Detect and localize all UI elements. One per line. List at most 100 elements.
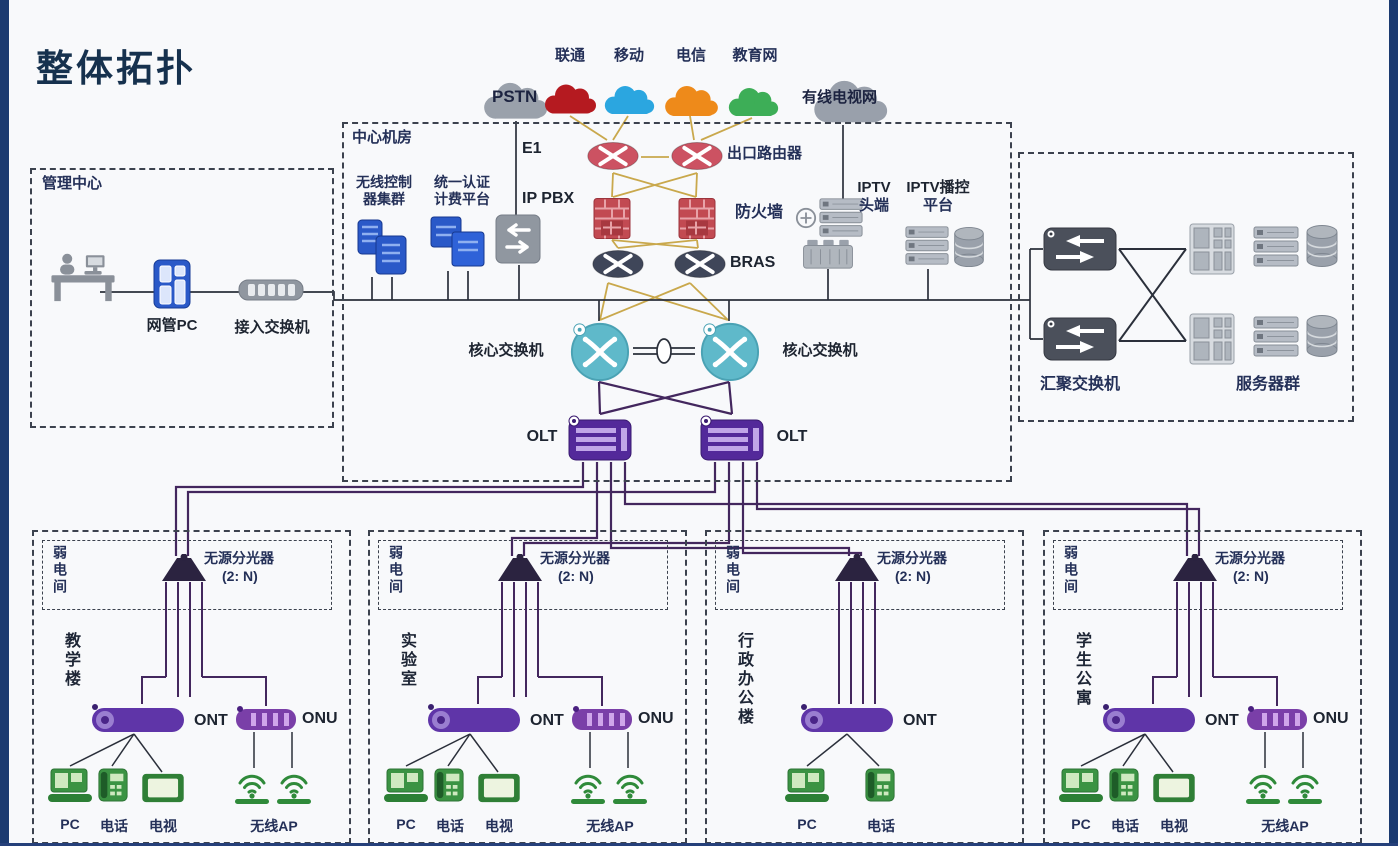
iptv-control-label-line2: 平台 xyxy=(922,197,954,214)
ont-label: ONT xyxy=(903,712,937,729)
pc-label: PC xyxy=(60,816,80,832)
auth-platform-icon xyxy=(430,216,486,268)
weak-room-label: 弱电间 xyxy=(1063,545,1079,596)
ont-label: ONT xyxy=(1205,712,1239,729)
splitter-label: 无源分光器 xyxy=(540,550,610,566)
central-room-label: 中心机房 xyxy=(352,129,413,146)
pc-icon xyxy=(384,768,428,804)
building-wiring xyxy=(1080,582,1304,773)
olt-icon xyxy=(566,414,634,462)
phone-label: 电话 xyxy=(436,818,464,834)
management-center-label: 管理中心 xyxy=(42,175,103,192)
building-box-3: 弱电间 无源分光器 (2: N) 行政办公楼 ONT PC 电话 xyxy=(705,530,1024,844)
weak-room-box xyxy=(1053,540,1343,610)
core-switch-right-label: 核心交换机 xyxy=(782,342,858,359)
bras-icon xyxy=(672,246,728,282)
phone-label: 电话 xyxy=(867,818,895,834)
splitter-label: 无源分光器 xyxy=(1215,550,1285,566)
building-wiring xyxy=(405,582,629,773)
access-switch-icon xyxy=(238,278,304,302)
ippbx-icon xyxy=(495,214,541,264)
tv-icon xyxy=(140,772,186,804)
core-switch-icon xyxy=(698,320,760,382)
exit-router-icon xyxy=(585,138,641,174)
building-box-4: 弱电间 无源分光器 (2: N) 学生公寓 ONT ONU PC 电话 电视 无… xyxy=(1043,530,1362,844)
server-zone-box xyxy=(1018,152,1354,422)
plus-circle-icon xyxy=(795,207,817,229)
pc-icon xyxy=(1059,768,1103,804)
wifi-ap-icon xyxy=(568,770,608,804)
page-title: 整体拓扑 xyxy=(36,48,196,89)
ont-icon xyxy=(426,704,522,734)
onu-label: ONU xyxy=(638,710,674,727)
iptv-control-db-icon xyxy=(952,226,986,268)
building-name: 实验室 xyxy=(398,632,415,689)
slide-left-edge xyxy=(0,0,9,846)
exit-router-icon xyxy=(669,138,725,174)
onu-icon xyxy=(1245,706,1309,732)
pc-icon xyxy=(785,768,829,804)
tv-label: 电视 xyxy=(1160,818,1188,834)
iptv-headend-label-line1: IPTV xyxy=(857,179,891,196)
building-wiring xyxy=(806,582,880,767)
tv-icon xyxy=(476,772,522,804)
onu-icon xyxy=(234,706,298,732)
wifi-ap-label: 无线AP xyxy=(1261,818,1309,834)
core-switch-icon xyxy=(568,320,630,382)
server-rack-icon xyxy=(1188,222,1236,276)
central-room-box xyxy=(342,122,1012,482)
splitter-ratio: (2: N) xyxy=(1233,568,1269,584)
wifi-ap-icon xyxy=(274,770,314,804)
iptv-control-servers-icon xyxy=(904,224,950,266)
tv-label: 电视 xyxy=(149,818,177,834)
wifi-ap-icon xyxy=(1285,770,1325,804)
pc-label: PC xyxy=(396,816,416,832)
bras-label: BRAS xyxy=(730,254,776,271)
onu-icon xyxy=(570,706,634,732)
wifi-ap-label: 无线AP xyxy=(250,818,298,834)
telecom-label: 电信 xyxy=(675,47,707,64)
slide-bottom-edge xyxy=(0,843,1398,846)
mobile-label: 移动 xyxy=(613,47,645,64)
firewall-icon xyxy=(678,197,716,240)
pstn-label: PSTN xyxy=(492,87,538,106)
e1-label: E1 xyxy=(522,140,542,157)
wifi-ap-icon xyxy=(1243,770,1283,804)
building-name: 行政办公楼 xyxy=(735,632,752,727)
unicom-label: 联通 xyxy=(554,47,586,64)
unicom-cloud-icon xyxy=(540,80,600,120)
server-cluster-label: 服务器群 xyxy=(1235,376,1301,393)
building-box-2: 弱电间 无源分光器 (2: N) 实验室 ONT ONU PC 电话 电视 无线… xyxy=(368,530,687,844)
iptv-headend-icon xyxy=(818,196,864,238)
telecom-cloud-icon xyxy=(660,82,722,122)
bras-icon xyxy=(590,246,646,282)
access-switch-label: 接入交换机 xyxy=(234,319,310,336)
weak-room-label: 弱电间 xyxy=(52,545,68,596)
wifi-ap-icon xyxy=(232,770,272,804)
firewall-label: 防火墙 xyxy=(735,204,784,221)
phone-icon xyxy=(864,766,896,804)
ont-label: ONT xyxy=(530,712,564,729)
server-stack-icon xyxy=(1252,224,1300,268)
edu-cloud-icon xyxy=(724,84,782,122)
person-desk-icon xyxy=(50,244,116,308)
catv-label: 有线电视网 xyxy=(802,89,878,106)
ont-icon xyxy=(1101,704,1197,734)
splitter-ratio: (2: N) xyxy=(558,568,594,584)
iptv-headend-label-line2: 头端 xyxy=(858,197,890,214)
building-box-1: 弱电间 无源分光器 (2: N) 教学楼 ONT ONU PC 电话 电视 无线… xyxy=(32,530,351,844)
ont-icon xyxy=(799,704,895,734)
weak-room-label: 弱电间 xyxy=(725,545,741,596)
ont-label: ONT xyxy=(194,712,228,729)
weak-room-box xyxy=(378,540,668,610)
wlc-cluster-icon xyxy=(356,218,410,276)
olt-right-label: OLT xyxy=(776,428,808,445)
nms-pc-label: 网管PC xyxy=(146,317,198,334)
wifi-ap-label: 无线AP xyxy=(586,818,634,834)
pc-label: PC xyxy=(797,816,817,832)
tv-label: 电视 xyxy=(485,818,513,834)
phone-icon xyxy=(97,766,129,804)
phone-label: 电话 xyxy=(100,818,128,834)
